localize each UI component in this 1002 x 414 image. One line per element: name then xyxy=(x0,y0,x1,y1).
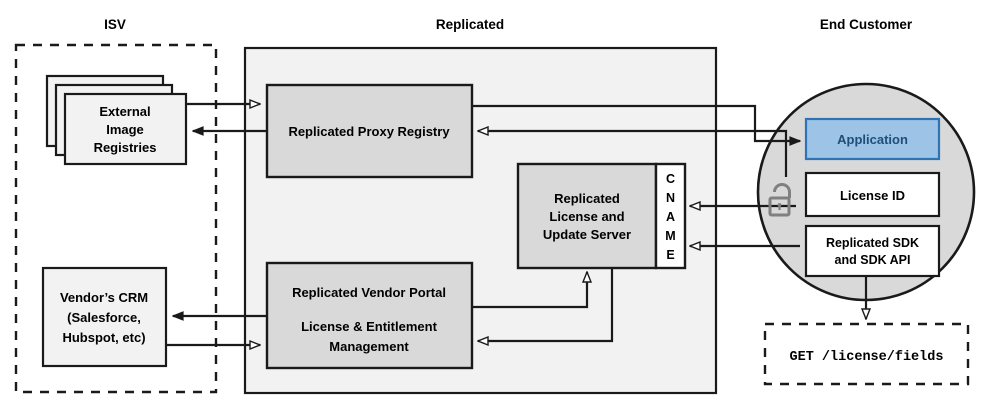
crm-label-line2: (Salesforce, xyxy=(67,310,141,325)
node-application[interactable]: Application xyxy=(804,117,941,161)
api-request-label: GET /license/fields xyxy=(790,350,944,365)
zone-title-replicated: Replicated xyxy=(436,17,504,32)
cname-strip xyxy=(654,162,687,270)
sdk-label-line2: and SDK API xyxy=(835,253,911,267)
vendor-portal-box xyxy=(265,261,474,370)
license-id-label: License ID xyxy=(840,188,905,203)
cname-letter-3: A xyxy=(666,210,675,224)
node-vendors-crm[interactable]: Vendor’s CRM (Salesforce, Hubspot, etc) xyxy=(41,266,168,368)
api-request-box xyxy=(763,322,970,386)
vendor-portal-label-line1: Replicated Vendor Portal xyxy=(292,285,446,300)
proxy-registry-label: Replicated Proxy Registry xyxy=(288,124,450,139)
update-server-label-line3: Update Server xyxy=(543,227,631,242)
zone-title-isv: ISV xyxy=(104,17,126,32)
registries-label-line1: External xyxy=(99,104,150,119)
connector-update-server-to-vendor-portal xyxy=(478,268,614,341)
connector-proxy-to-application xyxy=(472,104,800,141)
application-label: Application xyxy=(837,132,908,147)
cname-letter-5: E xyxy=(666,248,674,262)
crm-label-line3: Hubspot, etc) xyxy=(62,330,145,345)
update-server-box xyxy=(516,162,658,270)
node-external-image-registries[interactable]: External Image Registries xyxy=(45,74,188,166)
license-id-box xyxy=(804,171,941,218)
vendor-portal-label-line3: Management xyxy=(329,339,409,354)
node-replicated-vendor-portal[interactable]: Replicated Vendor Portal License & Entit… xyxy=(265,261,474,370)
unlock-icon xyxy=(768,183,791,217)
node-cname[interactable]: C N A M E xyxy=(654,162,687,270)
connector-application-to-proxy xyxy=(478,131,788,177)
node-replicated-license-and-update-server[interactable]: Replicated License and Update Server xyxy=(516,162,658,270)
cname-letter-2: N xyxy=(666,191,675,205)
node-replicated-sdk[interactable]: Replicated SDK and SDK API xyxy=(804,224,941,278)
connector-vendor-portal-to-update-server xyxy=(472,272,587,309)
update-server-label-line2: License and xyxy=(549,209,624,224)
node-license-id[interactable]: License ID xyxy=(804,171,941,218)
zone-boundary-isv xyxy=(14,43,218,394)
crm-label-line1: Vendor’s CRM xyxy=(60,290,148,305)
sdk-box xyxy=(804,224,941,278)
stack-card-front xyxy=(63,92,188,166)
sdk-label-line1: Replicated SDK xyxy=(826,236,919,250)
crm-box xyxy=(41,266,168,368)
cname-letter-1: C xyxy=(666,172,675,186)
node-api-request[interactable]: GET /license/fields xyxy=(763,322,970,386)
node-replicated-proxy-registry[interactable]: Replicated Proxy Registry xyxy=(265,83,474,179)
proxy-registry-box xyxy=(265,83,474,179)
update-server-label-line1: Replicated xyxy=(554,191,620,206)
application-box xyxy=(804,117,941,161)
registries-label-line3: Registries xyxy=(94,140,157,155)
connector-layer xyxy=(166,81,866,345)
cname-letter-4: M xyxy=(665,229,675,243)
vendor-portal-label-line2: License & Entitlement xyxy=(301,319,437,334)
zone-title-end-customer: End Customer xyxy=(820,17,913,32)
registries-label-line2: Image xyxy=(106,122,144,137)
